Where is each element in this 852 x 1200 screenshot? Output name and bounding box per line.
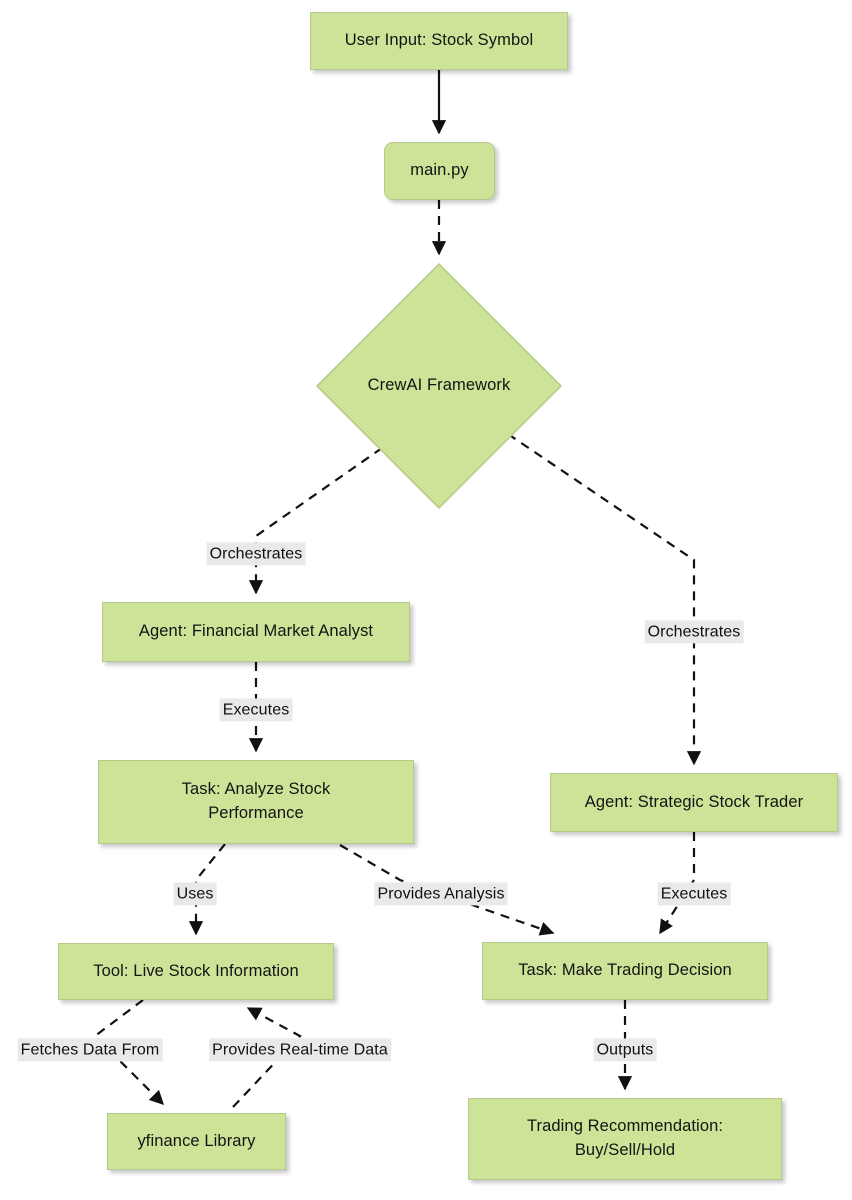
node-yfinance-library[interactable]: yfinance Library xyxy=(107,1113,286,1170)
node-task-analyze-stock-performance-label: Task: Analyze Stock Performance xyxy=(181,780,331,822)
node-user-input-label: User Input: Stock Symbol xyxy=(344,31,534,50)
node-trading-recommendation[interactable]: Trading Recommendation: Buy/Sell/Hold xyxy=(468,1098,782,1180)
edge-crewai-to-trader xyxy=(507,433,702,766)
node-user-input[interactable]: User Input: Stock Symbol xyxy=(310,12,568,70)
edge-label-executes-trader: Executes xyxy=(657,882,731,906)
node-yfinance-library-label: yfinance Library xyxy=(137,1131,256,1150)
edge-label-outputs: Outputs xyxy=(593,1038,657,1062)
edge-task-analyze-to-task-decide xyxy=(339,844,555,936)
diamond-shape xyxy=(315,262,563,510)
edge-label-orchestrates-analyst: Orchestrates xyxy=(206,542,306,566)
node-task-make-trading-decision[interactable]: Task: Make Trading Decision xyxy=(482,942,768,1000)
edge-label-orchestrates-trader: Orchestrates xyxy=(644,620,744,644)
edge-task-analyze-to-tool xyxy=(188,843,226,936)
node-agent-strategic-stock-trader-label: Agent: Strategic Stock Trader xyxy=(584,792,804,811)
edge-label-provides-real-time-data: Provides Real-time Data xyxy=(209,1038,391,1062)
node-main-py-label: main.py xyxy=(410,161,469,180)
edge-label-uses: Uses xyxy=(173,882,217,906)
node-agent-financial-market-analyst[interactable]: Agent: Financial Market Analyst xyxy=(102,602,410,662)
edge-trader-to-task-decide xyxy=(659,832,696,935)
node-crewai-framework-label: CrewAI Framework xyxy=(367,376,511,395)
node-trading-recommendation-label: Trading Recommendation: Buy/Sell/Hold xyxy=(526,1117,724,1159)
edge-label-provides-analysis: Provides Analysis xyxy=(374,882,508,906)
edge-tool-to-yfinance xyxy=(93,999,165,1106)
node-main-py[interactable]: main.py xyxy=(384,142,495,200)
edge-label-executes-analyst: Executes xyxy=(219,698,293,722)
node-task-analyze-stock-performance[interactable]: Task: Analyze Stock Performance xyxy=(98,760,414,844)
node-task-make-trading-decision-label: Task: Make Trading Decision xyxy=(518,961,732,980)
edge-crewai-to-analyst xyxy=(248,447,383,595)
node-tool-live-stock-information[interactable]: Tool: Live Stock Information xyxy=(58,943,334,1000)
node-agent-strategic-stock-trader[interactable]: Agent: Strategic Stock Trader xyxy=(550,773,838,832)
node-agent-financial-market-analyst-label: Agent: Financial Market Analyst xyxy=(138,622,374,641)
edge-label-fetches-data-from: Fetches Data From xyxy=(17,1038,163,1062)
edge-yfinance-to-tool xyxy=(232,1007,302,1108)
node-crewai-framework[interactable]: CrewAI Framework xyxy=(315,262,563,510)
node-tool-live-stock-information-label: Tool: Live Stock Information xyxy=(93,961,299,980)
